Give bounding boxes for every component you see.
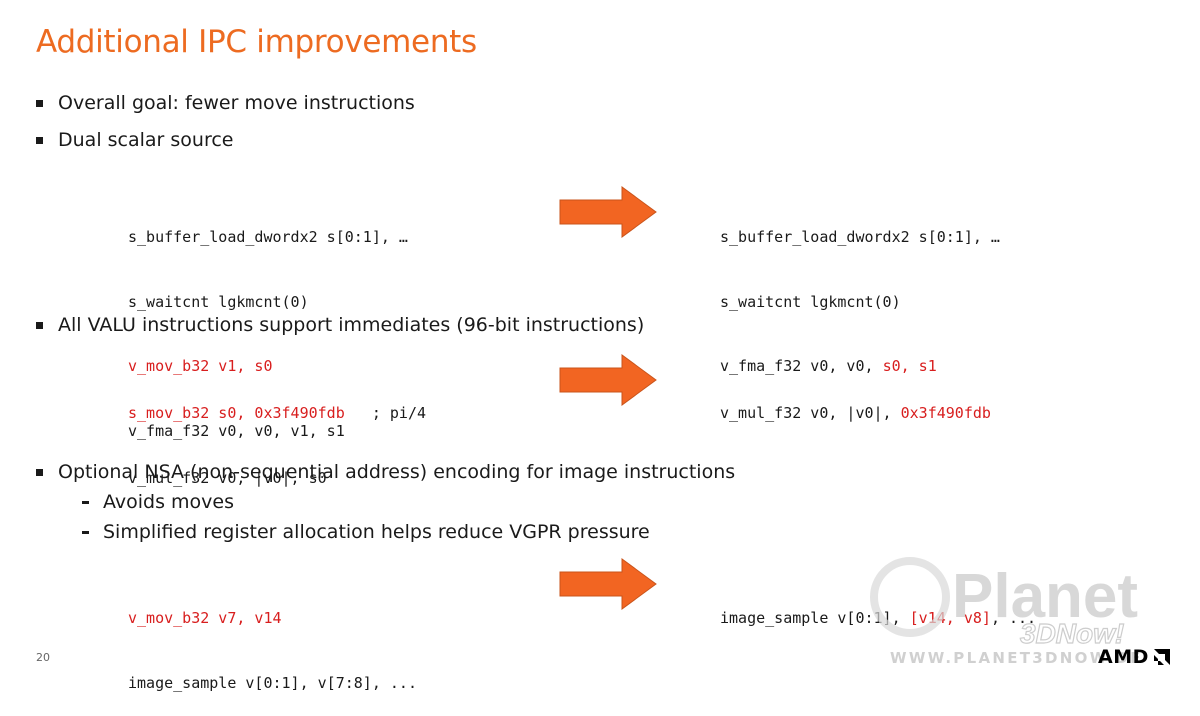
sub-bullet-dash-icon <box>82 500 89 504</box>
page-number: 20 <box>36 651 50 664</box>
amd-logo-text: AMD <box>1098 646 1149 668</box>
code-highlight: 0x3f490fdb <box>900 404 991 422</box>
bullet-valu-immediates: All VALU instructions support immediates… <box>36 314 644 336</box>
bullet-text: Overall goal: fewer move instructions <box>58 92 415 114</box>
bullet-square-icon <box>36 99 43 107</box>
right-arrow-icon <box>559 186 657 238</box>
code-line: s_buffer_load_dwordx2 s[0:1], … <box>720 228 1000 246</box>
code-line: s_mov_b32 s0, 0x3f490fdb ; pi/4 <box>128 403 426 425</box>
code-example-3-after: image_sample v[0:1], [v14, v8], ... <box>720 565 1036 651</box>
code-line: image_sample v[0:1], v[7:8], ... <box>128 673 417 692</box>
sub-bullet-register-allocation: Simplified register allocation helps red… <box>82 521 650 543</box>
bullet-nsa-encoding: Optional NSA (non-sequential address) en… <box>36 461 735 483</box>
right-arrow-icon <box>559 558 657 610</box>
sub-bullet-avoids-moves: Avoids moves <box>82 491 234 513</box>
code-highlight: s_mov_b32 s0, 0x3f490fdb <box>128 404 345 422</box>
bullet-text: Dual scalar source <box>58 129 234 151</box>
code-line: s_waitcnt lgkmcnt(0) <box>128 292 309 311</box>
bullet-square-icon <box>36 136 43 144</box>
sub-bullet-text: Avoids moves <box>103 491 234 513</box>
sub-bullet-dash-icon <box>82 530 89 534</box>
code-line: v_fma_f32 v0, v0, v1, s1 <box>128 421 345 440</box>
amd-logo: AMD <box>1098 646 1172 668</box>
code-example-2-after: v_mul_f32 v0, |v0|, 0x3f490fdb <box>720 360 991 446</box>
code-line: v_fma_f32 v0, v0, s0, s1 <box>720 356 1000 378</box>
code-line: s_buffer_load_dwordx2 s[0:1], … <box>128 228 408 246</box>
watermark-planet: Planet <box>952 562 1138 631</box>
code-text: , ... <box>990 609 1037 627</box>
code-example-1-after: s_buffer_load_dwordx2 s[0:1], … s_waitcn… <box>720 184 1000 399</box>
bullet-text: Optional NSA (non-sequential address) en… <box>58 461 736 483</box>
bullet-overall-goal: Overall goal: fewer move instructions <box>36 92 415 114</box>
code-line-highlight: v_mov_b32 v1, s0 <box>128 357 273 375</box>
bullet-dual-scalar: Dual scalar source <box>36 129 234 151</box>
code-line: image_sample v[0:1], [v14, v8], ... <box>720 608 1036 630</box>
watermark-url: WWW.PLANET3DNOW.DE <box>890 649 1143 667</box>
code-line: v_mul_f32 v0, |v0|, 0x3f490fdb <box>720 403 991 425</box>
code-line-highlight: v_mov_b32 v7, v14 <box>128 609 282 627</box>
code-text: v_fma_f32 v0, v0, <box>720 357 883 375</box>
planet3dnow-watermark: Planet 3DNow! WWW.PLANET3DNOW.DE <box>870 557 1143 667</box>
right-arrow-icon <box>559 354 657 406</box>
code-comment: ; pi/4 <box>344 404 427 422</box>
watermark-globe-icon <box>870 557 950 637</box>
watermark-3dnow: 3DNow! <box>1020 618 1124 649</box>
bullet-text: All VALU instructions support immediates… <box>58 314 645 336</box>
amd-arrow-icon <box>1153 649 1170 665</box>
code-line: v_mul_f32 v0, |v0|, s0 <box>128 468 327 487</box>
code-example-3-before: v_mov_b32 v7, v14 image_sample v[0:1], v… <box>128 565 417 716</box>
code-example-1-before: s_buffer_load_dwordx2 s[0:1], … s_waitcn… <box>128 184 408 464</box>
code-example-2-before: s_mov_b32 s0, 0x3f490fdb ; pi/4 v_mul_f3… <box>128 360 426 511</box>
code-line: s_waitcnt lgkmcnt(0) <box>720 292 901 311</box>
page-title: Additional IPC improvements <box>36 24 477 60</box>
code-text: v_mul_f32 v0, |v0|, <box>720 404 901 422</box>
bullet-square-icon <box>36 321 43 329</box>
code-highlight: s0, s1 <box>882 357 937 375</box>
bullet-square-icon <box>36 468 43 476</box>
sub-bullet-text: Simplified register allocation helps red… <box>103 521 650 543</box>
